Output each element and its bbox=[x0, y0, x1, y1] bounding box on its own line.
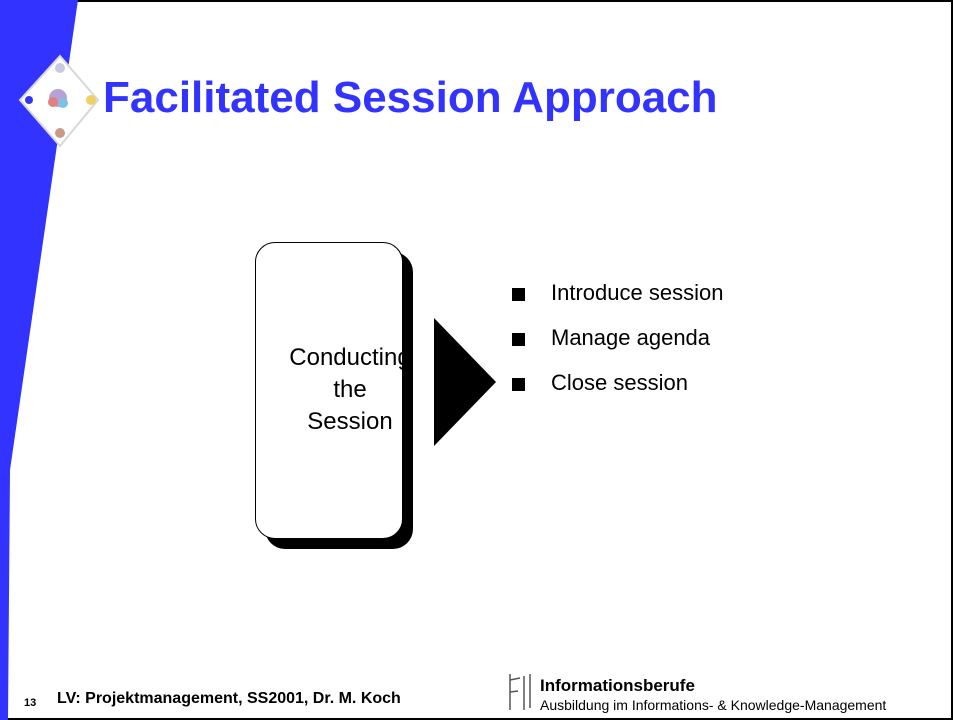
box-label-line: the bbox=[333, 376, 367, 403]
bullet-text: Introduce session bbox=[551, 280, 724, 305]
slide-number: 13 bbox=[24, 697, 37, 709]
bullet-square-icon bbox=[512, 288, 525, 301]
course-info: LV: Projektmanagement, SS2001, Dr. M. Ko… bbox=[57, 690, 401, 707]
org-name: Informationsberufe bbox=[540, 676, 695, 695]
bullet-square-icon bbox=[512, 378, 525, 391]
arrow-right-icon bbox=[434, 318, 496, 446]
slide-title: Facilitated Session Approach bbox=[103, 73, 718, 122]
box-label-line: Conducting bbox=[289, 344, 411, 371]
fil-logo-icon bbox=[509, 674, 531, 710]
box-label: Conducting the Session bbox=[255, 342, 445, 438]
org-subtitle: Ausbildung im Informations- & Knowledge-… bbox=[540, 697, 887, 713]
conducting-session-box bbox=[255, 242, 403, 539]
left-accent-band bbox=[0, 0, 78, 720]
bullet-text: Manage agenda bbox=[551, 325, 711, 350]
bullet-square-icon bbox=[512, 333, 525, 346]
bullet-text: Close session bbox=[551, 370, 688, 395]
process-diagram-icon bbox=[18, 54, 100, 148]
box-label-line: Session bbox=[307, 408, 393, 435]
